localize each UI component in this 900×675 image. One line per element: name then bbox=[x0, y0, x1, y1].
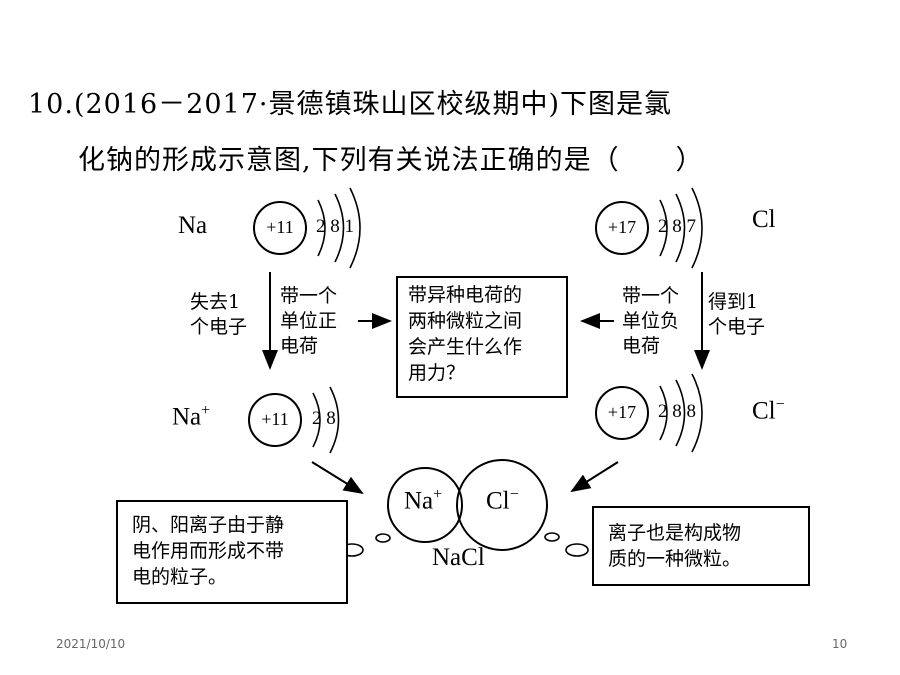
nacl-na-circle bbox=[387, 467, 463, 543]
cl-ion-shell-arcs bbox=[659, 373, 703, 453]
left-explanation-box: 阴、阳离子由于静 电作用而形成不带 电的粒子。 bbox=[116, 500, 348, 604]
cl-ion-symbol: Cl− bbox=[752, 396, 785, 425]
na-ion-nucleus-label: +11 bbox=[261, 409, 289, 429]
cl-symbol: Cl bbox=[752, 206, 776, 233]
center-question-box: 带异种电荷的 两种微粒之间 会产生什么作 用力？ bbox=[396, 276, 568, 398]
cl-nucleus-circle bbox=[595, 201, 649, 255]
cl-ion-shell-counts: 2 8 8 bbox=[658, 401, 696, 422]
na-ion-nucleus-circle bbox=[248, 393, 302, 447]
cl-nucleus-label: +17 bbox=[607, 217, 637, 237]
cl-ion-nucleus-label: +17 bbox=[607, 402, 637, 422]
na-symbol: Na bbox=[178, 212, 208, 239]
na-nucleus-label: +11 bbox=[266, 217, 294, 237]
cl-negative-charge-note: 带一个 单位负 电荷 bbox=[622, 285, 680, 357]
nacl-cl-circle bbox=[456, 459, 548, 551]
na-shell-arcs bbox=[317, 187, 361, 269]
right-bubble-large bbox=[565, 543, 589, 557]
nacl-na-label: Na+ bbox=[404, 486, 443, 515]
nacl-formula-label: NaCl bbox=[432, 544, 485, 571]
na-ion-shell-counts: 2 8 bbox=[312, 408, 336, 429]
right-bubble-small bbox=[544, 532, 560, 542]
na-shell-counts: 2 8 1 bbox=[316, 216, 354, 237]
na-ion-shell-arcs bbox=[312, 386, 340, 454]
cl-shell-counts: 2 8 7 bbox=[658, 216, 696, 237]
cl-ion-nucleus-circle bbox=[595, 386, 649, 440]
na-positive-charge-note: 带一个 单位正 电荷 bbox=[280, 285, 338, 357]
question-line-1: 10.(2016－2017·景德镇珠山区校级期中)下图是氯 bbox=[28, 89, 673, 120]
question-line-2: 化钠的形成示意图,下列有关说法正确的是（ ） bbox=[78, 145, 704, 176]
na-ion-symbol: Na+ bbox=[172, 402, 211, 431]
na-ion-to-nacl-arrow bbox=[311, 461, 364, 495]
footer-page-number: 10 bbox=[832, 637, 848, 651]
na-lose-electron-note: 失去1 个电子 bbox=[190, 291, 248, 338]
cl-ion-to-nacl-arrow bbox=[570, 461, 619, 493]
right-explanation-box: 离子也是构成物 质的一种微粒。 bbox=[592, 506, 810, 586]
cl-shell-arcs bbox=[659, 187, 703, 269]
left-bubble-small bbox=[375, 533, 391, 543]
cl-gain-electron-note: 得到1 个电子 bbox=[708, 291, 766, 338]
nacl-cl-label: Cl− bbox=[486, 486, 519, 515]
footer-date: 2021/10/10 bbox=[56, 637, 126, 651]
na-nucleus-circle bbox=[253, 201, 307, 255]
